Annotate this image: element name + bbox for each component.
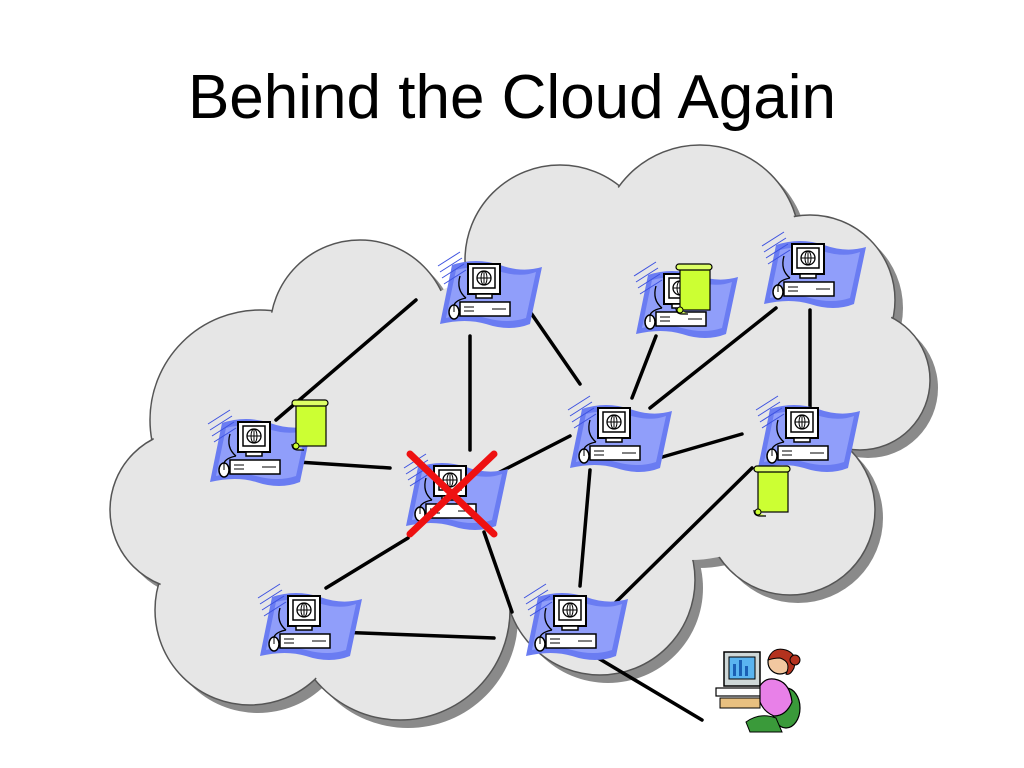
scroll-document-icon <box>291 399 329 451</box>
link <box>494 434 572 476</box>
red-x-icon <box>406 450 498 538</box>
slide-title: Behind the Cloud Again <box>187 63 837 132</box>
link <box>334 630 496 640</box>
scroll-document-icon <box>753 465 791 517</box>
scroll-document-icon <box>675 263 713 315</box>
user-at-computer-icon <box>715 648 801 733</box>
link <box>578 468 592 588</box>
link <box>324 536 410 590</box>
link <box>482 530 514 614</box>
link <box>596 656 704 722</box>
link <box>630 334 658 400</box>
link <box>650 432 744 462</box>
link <box>612 466 754 606</box>
link <box>648 306 778 410</box>
